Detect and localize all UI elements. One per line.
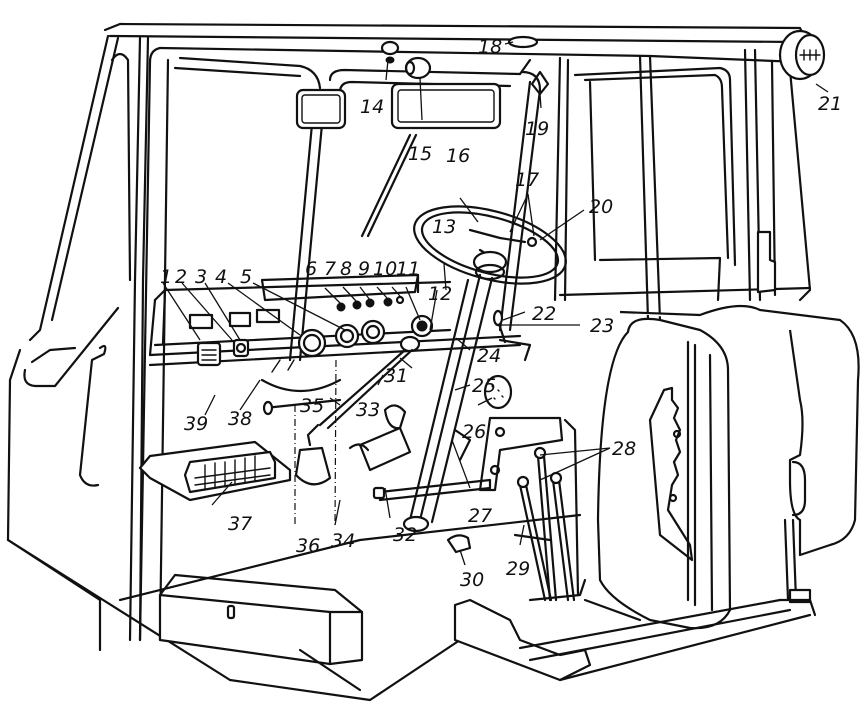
callout-21: 21 <box>818 93 842 115</box>
callout-19: 19 <box>525 118 549 140</box>
callout-5: 5 <box>240 266 252 288</box>
callout-10: 10 <box>373 258 397 280</box>
dashboard <box>148 273 522 430</box>
callout-20: 20 <box>589 196 613 218</box>
callout-38: 38 <box>228 408 252 430</box>
callout-11: 11 <box>396 258 420 280</box>
controls <box>262 309 587 602</box>
callout-37: 37 <box>228 513 252 535</box>
mirror-and-lights <box>295 29 826 238</box>
callout-31: 31 <box>384 365 408 387</box>
callout-24: 24 <box>477 345 501 367</box>
callout-30: 30 <box>460 569 484 591</box>
callout-14: 14 <box>360 96 384 118</box>
callout-2: 2 <box>175 266 187 288</box>
callout-39: 39 <box>184 413 208 435</box>
callout-34: 34 <box>331 530 355 552</box>
callout-25: 25 <box>472 375 496 397</box>
seat <box>596 304 860 630</box>
leader-lines <box>162 41 829 566</box>
callout-12: 12 <box>428 283 452 305</box>
callout-29: 29 <box>506 558 530 580</box>
callout-17: 17 <box>515 169 539 191</box>
callout-1: 1 <box>160 266 172 288</box>
cab-frame <box>6 22 812 682</box>
steering-assembly <box>402 205 567 533</box>
callout-35: 35 <box>300 395 324 417</box>
callout-36: 36 <box>296 535 320 557</box>
callout-4: 4 <box>215 266 227 288</box>
callout-16: 16 <box>446 145 470 167</box>
callout-15: 15 <box>408 143 432 165</box>
callout-33: 33 <box>356 399 380 421</box>
callout-13: 13 <box>432 216 456 238</box>
callout-18: 18 <box>478 36 502 58</box>
floor <box>118 359 817 702</box>
callout-28: 28 <box>612 438 636 460</box>
callout-7: 7 <box>324 258 336 280</box>
callout-22: 22 <box>532 303 556 325</box>
callout-27: 27 <box>468 505 492 527</box>
callout-3: 3 <box>195 266 207 288</box>
gauges <box>297 314 434 358</box>
callout-6: 6 <box>305 258 317 280</box>
callout-32: 32 <box>393 524 417 546</box>
callout-8: 8 <box>340 258 352 280</box>
callout-23: 23 <box>590 315 614 337</box>
callout-26: 26 <box>462 421 486 443</box>
callout-labels: 1 2 3 4 5 6 7 8 9 10 11 12 13 14 15 16 1… <box>160 36 842 591</box>
callout-9: 9 <box>358 258 370 280</box>
